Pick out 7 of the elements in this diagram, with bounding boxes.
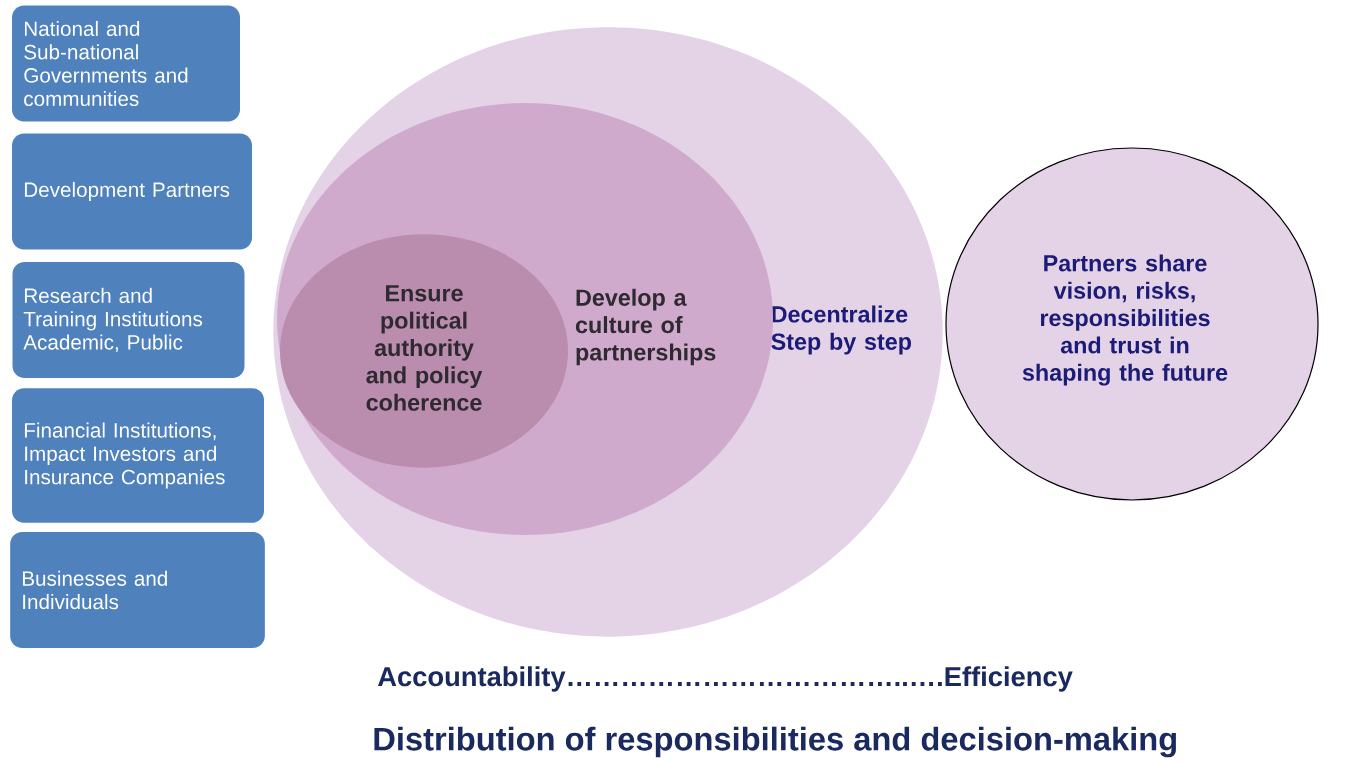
label-box: Development Partners: [12, 133, 252, 250]
caption: Distribution of responsibilities and decision-making: [374, 726, 1176, 758]
label-box: Financial Institutions, Impact Investors and Insurance Companies: [12, 388, 264, 523]
label-box: National and Sub-national Governments and communities: [12, 5, 240, 122]
label-box: Research and Training Institutions Academic, Public: [12, 262, 245, 378]
scale-text: Accountability………………………………..….Efficiency: [377, 666, 1073, 692]
label-box: Businesses and Individuals: [10, 532, 265, 648]
